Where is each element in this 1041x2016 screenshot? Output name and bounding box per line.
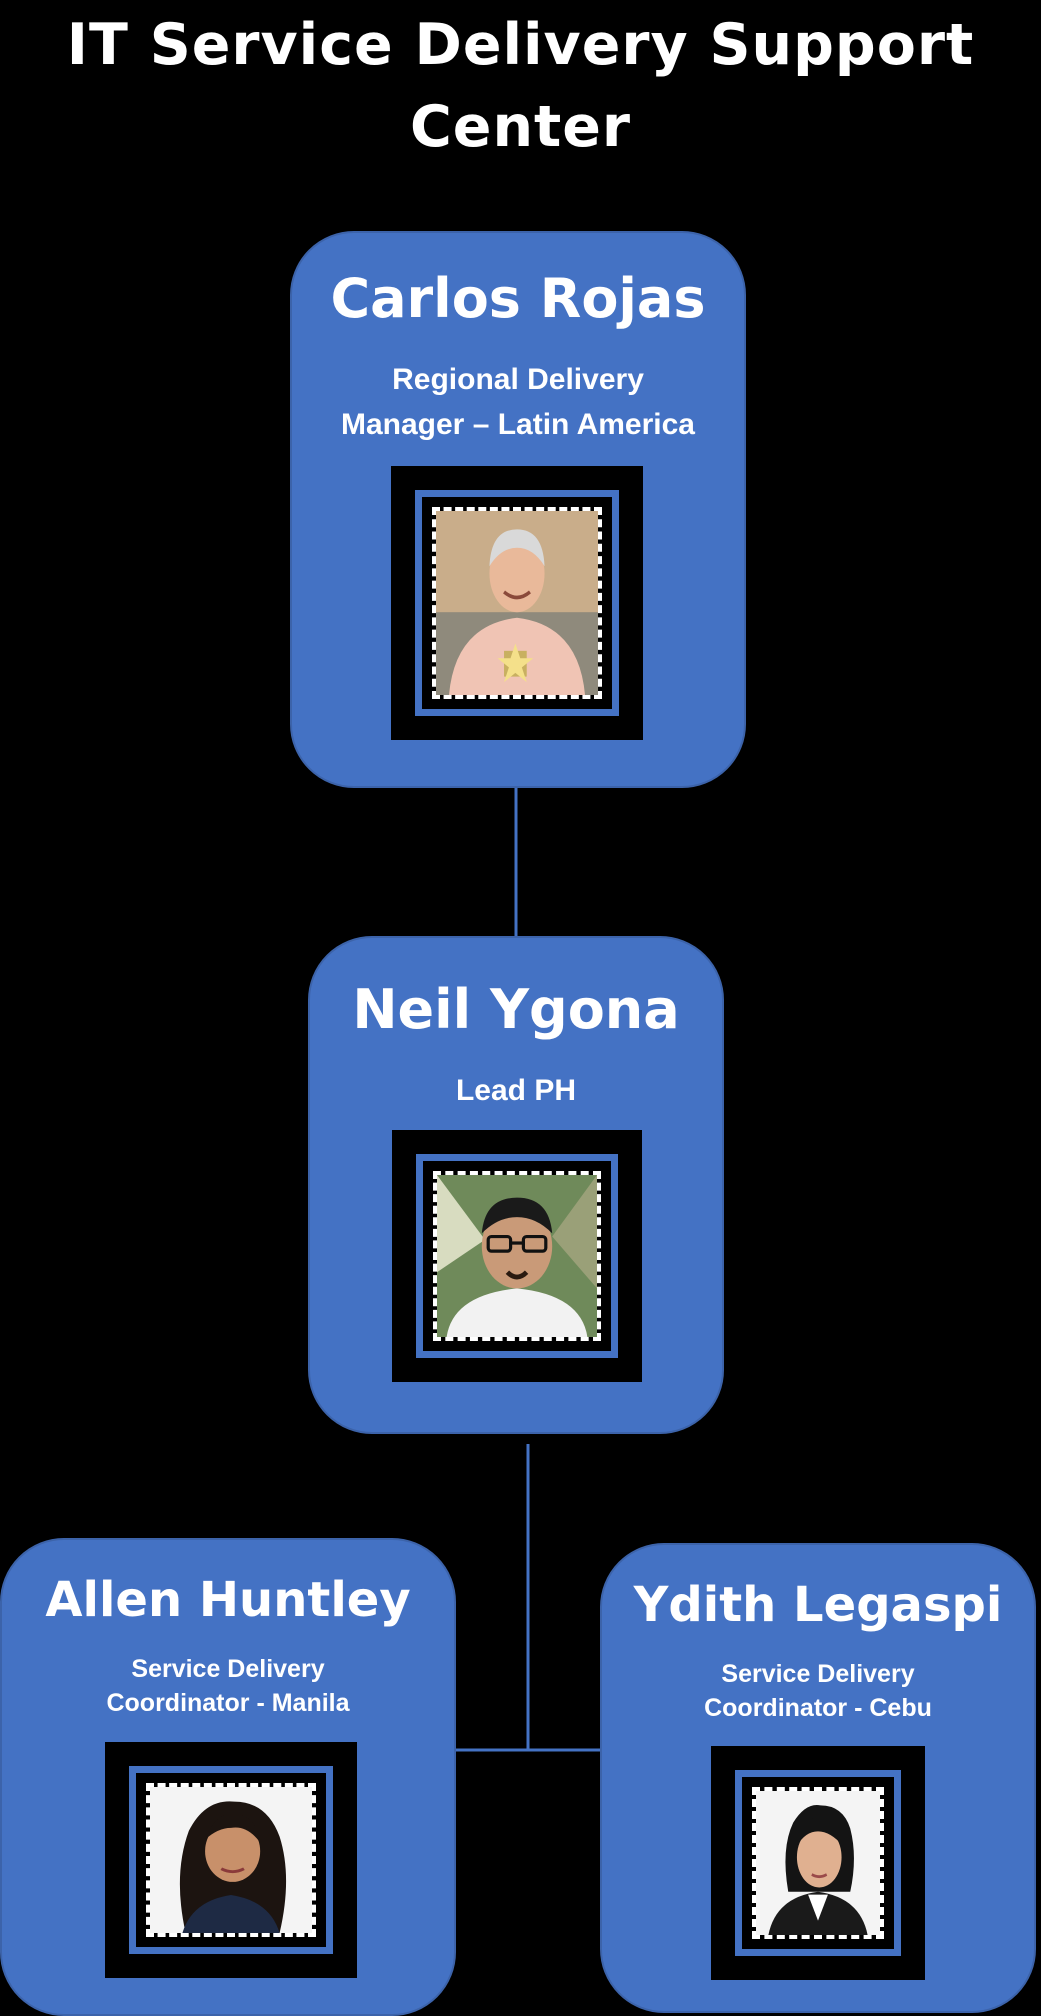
org-card-ydith-legaspi: Ydith Legaspi Service Delivery Coordinat… — [600, 1543, 1036, 2013]
person-name: Carlos Rojas — [330, 267, 706, 330]
person-role-line2: Coordinator - Manila — [106, 1689, 350, 1717]
person-role-line2: Coordinator - Cebu — [704, 1694, 932, 1722]
person-role: Lead PH — [310, 1068, 722, 1113]
person-role-line2: Manager – Latin America — [340, 408, 695, 441]
photo-frame — [105, 1742, 357, 1978]
org-card-neil-ygona: Neil Ygona Lead PH — [308, 936, 724, 1434]
person-role: Regional Delivery Manager – Latin Americ… — [292, 357, 744, 447]
photo-frame — [391, 466, 643, 740]
portrait-woman-long-hair-icon — [146, 1783, 316, 1937]
org-card-allen-huntley: Allen Huntley Service Delivery Coordinat… — [0, 1538, 456, 2016]
person-role-line1: Service Delivery — [131, 1655, 325, 1683]
person-name: Allen Huntley — [45, 1572, 411, 1628]
person-role: Service Delivery Coordinator - Manila — [2, 1652, 454, 1720]
portrait-man-glasses-icon — [433, 1171, 601, 1341]
portrait-man-gray-hair-icon — [432, 507, 602, 699]
chart-title: IT Service Delivery Support Center — [0, 4, 1041, 168]
chart-title-line1: IT Service Delivery Support — [66, 12, 975, 78]
person-role-line1: Service Delivery — [721, 1660, 915, 1688]
portrait-woman-dark-hair-icon — [752, 1787, 884, 1939]
person-role-line1: Lead PH — [455, 1074, 577, 1107]
person-role-line1: Regional Delivery — [392, 363, 644, 396]
person-role: Service Delivery Coordinator - Cebu — [602, 1657, 1034, 1725]
person-name: Ydith Legaspi — [633, 1577, 1003, 1633]
chart-title-line2: Center — [409, 94, 632, 160]
photo-frame — [392, 1130, 642, 1382]
org-card-carlos-rojas: Carlos Rojas Regional Delivery Manager –… — [290, 231, 746, 788]
photo-frame — [711, 1746, 925, 1980]
person-name: Neil Ygona — [352, 978, 680, 1041]
